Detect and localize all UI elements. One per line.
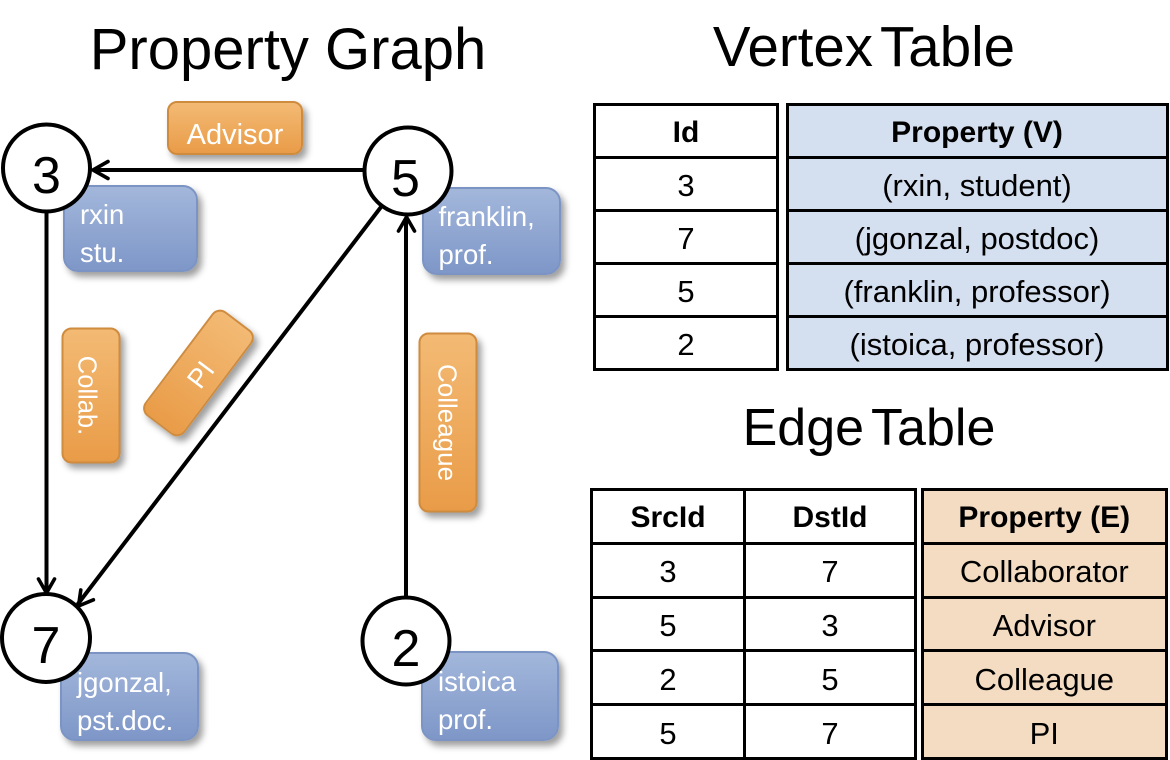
svg-text:3: 3	[32, 147, 61, 205]
svg-text:7: 7	[32, 617, 61, 675]
svg-text:5: 5	[391, 150, 420, 208]
svg-text:2: 2	[392, 620, 421, 678]
